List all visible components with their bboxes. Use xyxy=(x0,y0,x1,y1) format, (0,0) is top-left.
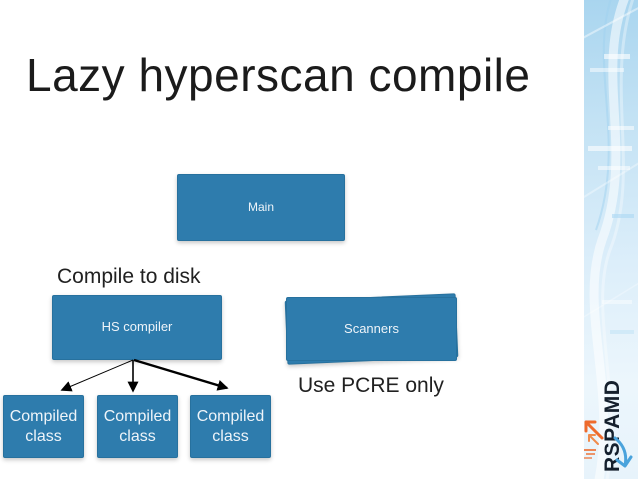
rspamd-logo-blue-arrow-icon xyxy=(613,436,633,468)
arrow-hs-to-compiled-3 xyxy=(133,358,229,391)
rspamd-logo-orange-arrow-icon xyxy=(584,420,604,459)
diagram-node-compiled-class-1: Compiled class xyxy=(3,395,84,458)
diagram-node-hs-compiler: HS compiler xyxy=(52,295,222,360)
scanners-stack-front-card: Scanners xyxy=(286,297,457,361)
arrow-hs-to-compiled-1 xyxy=(60,359,134,392)
sidebar-decorative-band xyxy=(584,0,638,479)
slide-title: Lazy hyperscan compile xyxy=(26,49,531,101)
label-compile-to-disk: Compile to disk xyxy=(57,265,201,288)
band-swirl-pattern xyxy=(584,0,638,479)
diagram-node-compiled-class-2: Compiled class xyxy=(97,395,178,458)
diagram-node-main: Main xyxy=(177,174,345,241)
label-use-pcre-only: Use PCRE only xyxy=(298,374,444,397)
diagram-node-scanners: Scanners xyxy=(284,293,459,365)
diagram-node-compiled-class-3: Compiled class xyxy=(190,395,271,458)
